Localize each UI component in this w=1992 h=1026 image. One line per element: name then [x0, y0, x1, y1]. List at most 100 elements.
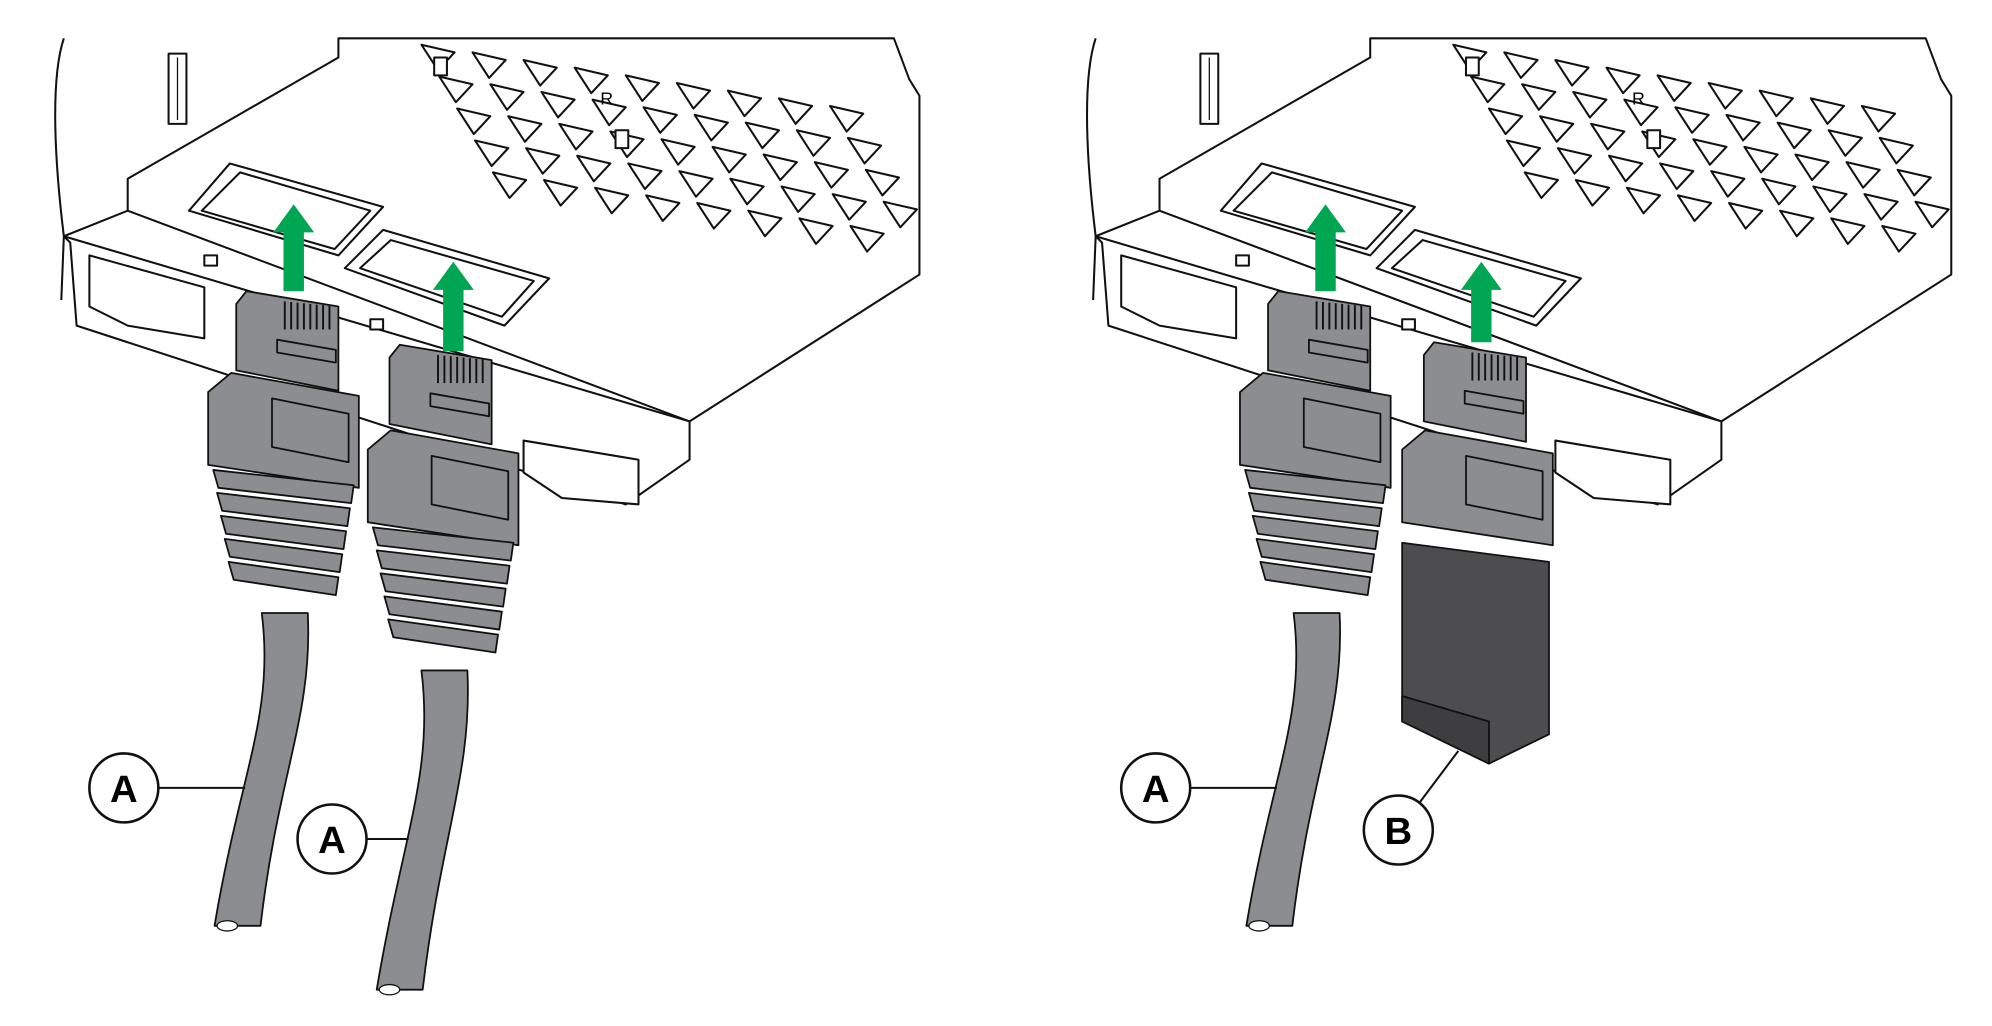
- cable-end: [1248, 920, 1270, 932]
- vent-hole: [1728, 202, 1764, 230]
- ethernet-cable: [213, 612, 310, 927]
- vent-hole: [1521, 83, 1557, 111]
- terminator-cap: [1401, 695, 1490, 765]
- device-side-edge: [1085, 37, 1160, 301]
- vent-hole: [1830, 217, 1866, 245]
- din-clip: [522, 439, 640, 506]
- boot-window: [1302, 397, 1382, 464]
- vent-hole: [489, 83, 525, 111]
- vent-hole: [1659, 162, 1695, 191]
- cable-end: [378, 983, 401, 996]
- vent-hole: [1779, 209, 1815, 238]
- vent-hole: [693, 113, 729, 142]
- vent-hole: [777, 97, 814, 125]
- rj45-plug-boot: [1239, 371, 1392, 596]
- vent-hole: [882, 200, 918, 229]
- vent-hole: [1761, 177, 1797, 206]
- vent-hole: [798, 217, 834, 245]
- callout-a-right: A: [1119, 752, 1277, 824]
- device-marking-r: R: [600, 89, 613, 109]
- panel-cable-and-terminator: R: [1085, 37, 1953, 932]
- vent-hole: [1656, 74, 1692, 102]
- boot-rib: [1251, 515, 1379, 551]
- boot-rib: [1259, 560, 1372, 596]
- vent-hole: [1607, 154, 1644, 183]
- plug-latch-slot: [1463, 389, 1525, 415]
- callout-label: A: [318, 819, 346, 862]
- port-symbol-icon: [614, 129, 630, 150]
- vent-hole: [1605, 66, 1641, 95]
- vent-hole: [1539, 115, 1575, 143]
- vent-hole: [456, 107, 492, 136]
- din-clip: [1554, 439, 1672, 506]
- boot-rib: [223, 538, 344, 573]
- vent-hole: [1725, 113, 1761, 142]
- vent-hole: [507, 115, 543, 143]
- boot-rib: [1255, 538, 1375, 573]
- device-bottom-plate: [62, 235, 691, 506]
- vent-hole: [1863, 193, 1899, 221]
- callout-label: A: [110, 768, 138, 811]
- vent-hole: [1623, 98, 1659, 127]
- green-arrow-up-icon: [1305, 204, 1346, 292]
- vent-hole: [491, 171, 528, 199]
- vent-hole: [558, 122, 594, 151]
- boot-window: [271, 397, 350, 464]
- port-label-icon: [369, 318, 385, 331]
- vent-hole: [522, 58, 558, 87]
- vent-hole: [780, 185, 816, 214]
- port-symbol-icon: [1464, 56, 1480, 77]
- vent-hole: [795, 129, 832, 157]
- green-arrow-up-icon: [432, 261, 474, 352]
- callout-label: A: [1142, 768, 1170, 811]
- vent-hole: [1572, 90, 1608, 119]
- green-arrow-up-icon: [273, 204, 315, 292]
- vent-hole: [1827, 129, 1863, 157]
- vent-hole: [675, 81, 712, 110]
- vent-hole: [1809, 97, 1846, 125]
- boot-rib: [371, 526, 515, 562]
- vent-hole: [729, 177, 765, 206]
- callout-a-left-2: A: [296, 803, 409, 875]
- device-housing: [126, 37, 921, 423]
- vent-hole: [471, 51, 507, 79]
- vent-hole: [660, 138, 696, 166]
- vent-hole: [1676, 194, 1713, 222]
- vent-hole: [525, 147, 561, 175]
- vent-hole: [744, 121, 780, 150]
- device-bottom-plate: [1094, 235, 1723, 506]
- callout-label: B: [1384, 810, 1412, 853]
- vent-hole: [1523, 171, 1559, 199]
- vent-hole: [542, 179, 579, 207]
- vent-hole: [1758, 89, 1794, 118]
- vent-hole: [438, 75, 474, 104]
- vent-hole: [1487, 107, 1524, 136]
- rj45-plug-head: [1422, 341, 1527, 443]
- vent-hole: [829, 104, 865, 133]
- device-side-edge: [54, 37, 129, 301]
- ethernet-cable: [1245, 612, 1341, 927]
- vent-hole: [1674, 106, 1710, 134]
- green-arrow-up-icon: [1460, 261, 1502, 343]
- vent-hole: [1503, 51, 1539, 79]
- vent-hole: [1794, 153, 1830, 182]
- vent-hole: [1845, 161, 1881, 189]
- device-housing: [1158, 37, 1953, 423]
- vent-hole: [1896, 168, 1932, 197]
- vent-hole: [645, 194, 681, 222]
- ethernet-cable: [375, 669, 469, 991]
- vent-hole: [591, 98, 627, 127]
- boot-rib: [383, 595, 503, 631]
- vent-hole: [747, 209, 783, 238]
- rj45-plug-head: [235, 290, 340, 392]
- din-clip: [88, 254, 206, 340]
- vent-hole: [813, 161, 849, 189]
- terminator-b: [1401, 341, 1554, 765]
- plug-latch-slot: [429, 392, 490, 418]
- boot-rib: [227, 560, 340, 596]
- port-label-icon: [203, 254, 219, 267]
- vent-hole: [1590, 122, 1626, 151]
- rj45-plug-boot: [207, 371, 360, 596]
